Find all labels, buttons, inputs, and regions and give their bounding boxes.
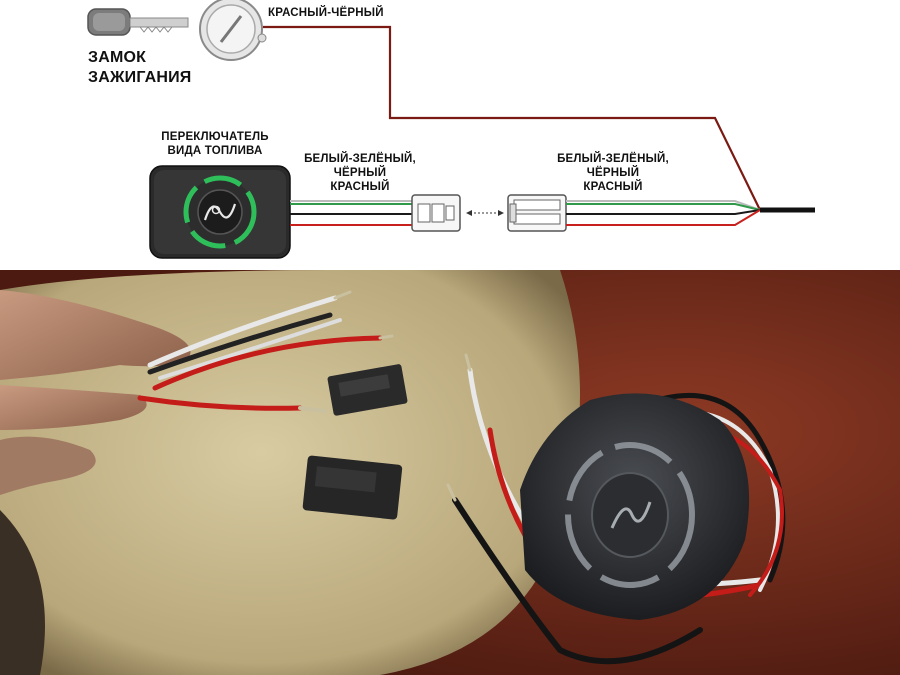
connector-female-icon: [411, 194, 461, 232]
wire-white-right: [566, 200, 761, 211]
connect-arrow-icon: [466, 210, 504, 216]
fuel-switch-icon: [149, 165, 291, 259]
wires-left-line3: КРАСНЫЙ: [330, 181, 390, 193]
wire-red-black: [263, 25, 761, 211]
switch-label-line2: ВИДА ТОПЛИВА: [167, 145, 263, 157]
ignition-label-line2: ЗАЖИГАНИЯ: [88, 69, 192, 86]
ignition-wire-label: КРАСНЫЙ-ЧЁРНЫЙ: [268, 7, 384, 19]
wiring-diagram: ЗАМОК ЗАЖИГАНИЯ КРАСНЫЙ-ЧЁРНЫЙ ПЕРЕКЛЮЧА…: [0, 0, 900, 268]
wires-right-line3: КРАСНЫЙ: [583, 181, 643, 193]
connector-pieces-icon: [302, 364, 408, 520]
wire-black-right: [566, 209, 761, 215]
wires-right-line1: БЕЛЫЙ-ЗЕЛЁНЫЙ,: [557, 153, 669, 165]
wires-right-line2: ЧЁРНЫЙ: [586, 167, 640, 179]
ignition-key-icon: [87, 8, 189, 36]
fuel-switch-device-icon: [520, 393, 750, 620]
connector-male-icon: [507, 194, 567, 232]
ignition-label-line1: ЗАМОК: [88, 49, 147, 66]
wires-left-line2: ЧЁРНЫЙ: [333, 167, 387, 179]
wire-green-right: [566, 203, 761, 211]
switch-label-line1: ПЕРЕКЛЮЧАТЕЛЬ: [161, 131, 269, 143]
wire-red-right: [566, 209, 761, 226]
photo-icon: [0, 270, 900, 675]
loose-wires-icon: [137, 290, 394, 413]
diagram-drawing: [87, 0, 815, 259]
photo-of-switch-and-wires: [0, 270, 900, 675]
ignition-lock-icon: [199, 0, 267, 61]
hand-icon: [0, 290, 191, 495]
wires-left-line1: БЕЛЫЙ-ЗЕЛЁНЫЙ,: [304, 153, 416, 165]
